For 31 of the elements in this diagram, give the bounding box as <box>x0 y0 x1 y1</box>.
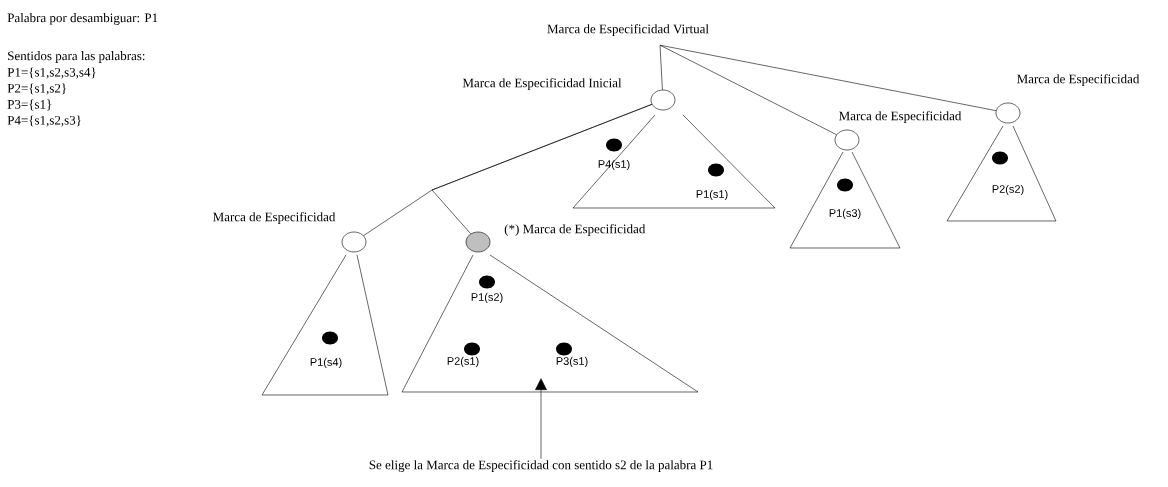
sense-label: P1(s4) <box>310 357 342 369</box>
connector-line <box>659 44 663 90</box>
sense-label: P1(s1) <box>696 189 728 201</box>
tree-node: Marca de Especificidad <box>995 74 1140 124</box>
tree-node: Marca de Especificidad <box>834 111 962 151</box>
connector-line <box>659 44 997 111</box>
annotation-text: Marca de Especificidad Virtual <box>547 24 709 36</box>
note-text: Palabra por desambiguar: P1 <box>7 13 158 25</box>
note-text: P2={s1,s2} <box>7 83 66 95</box>
sense-label: P4(s1) <box>598 159 630 171</box>
connector-line <box>431 104 653 234</box>
annotation-text: Se elige la Marca de Especificidad con sentido s2 de la palabra P1 <box>369 460 713 472</box>
sense-label: P2(s2) <box>992 184 1024 196</box>
note-text: P1={s1,s2,s3,s4} <box>7 67 96 79</box>
sense-label: P3(s1) <box>556 356 588 368</box>
note-text: P3={s1} <box>7 99 52 111</box>
tree-node: Marca de Especificidad Inicial <box>462 78 676 111</box>
note-text: Sentidos para las palabras: <box>8 51 145 63</box>
note-text: P4={s1,s2,s3} <box>7 115 81 127</box>
sense-label: P1(s2) <box>471 292 503 304</box>
sense-label: P1(s3) <box>829 208 861 220</box>
node-label: Marca de Especificidad Inicial <box>462 78 622 90</box>
node-label: Marca de Especificidad <box>839 111 962 123</box>
tree-node: Marca de Especificidad <box>213 212 367 253</box>
node-label: (*) Marca de Especificidad <box>504 224 646 236</box>
arrow <box>535 378 547 460</box>
node-label: Marca de Especificidad <box>1017 74 1140 86</box>
tree-node: (*) Marca de Especificidad <box>465 224 646 253</box>
node-label: Marca de Especificidad <box>213 212 336 224</box>
connector-line <box>659 44 837 135</box>
sense-label: P2(s1) <box>447 356 479 368</box>
